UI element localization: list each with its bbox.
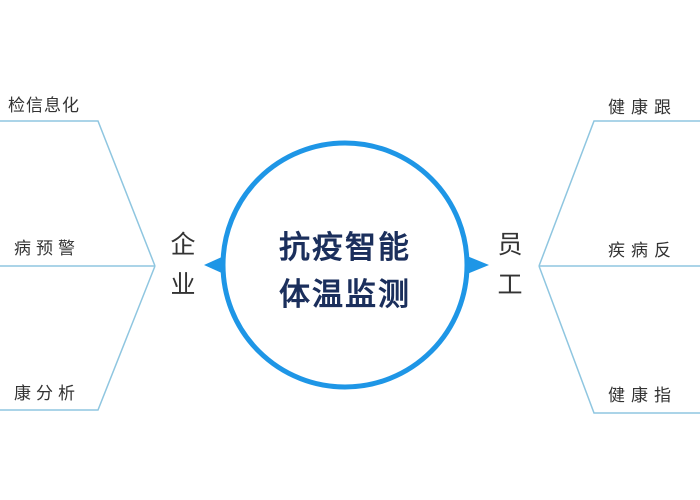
employee-label-text: 员工 — [497, 230, 523, 299]
center-title-line2: 体温监测 — [279, 277, 411, 313]
right-arrow-icon — [467, 256, 489, 274]
right-item-3: 健康指 — [608, 386, 677, 406]
right-item-1: 健康跟 — [608, 98, 677, 118]
right-connector-top — [538, 120, 700, 267]
left-arrow-icon — [204, 256, 224, 274]
left-item-2: 病预警 — [14, 239, 80, 259]
left-connector-top — [0, 120, 156, 267]
right-connector-bottom — [538, 265, 700, 414]
right-item-2: 疾病反 — [608, 241, 677, 261]
employee-label: 员工 — [495, 225, 525, 305]
left-item-1: 检信息化 — [8, 96, 80, 116]
enterprise-label-text: 企业 — [170, 230, 196, 299]
enterprise-label: 企业 — [168, 225, 198, 305]
left-connector-bottom — [0, 265, 156, 411]
left-item-3: 康分析 — [14, 384, 80, 404]
center-title-line1: 抗疫智能 — [279, 230, 411, 266]
